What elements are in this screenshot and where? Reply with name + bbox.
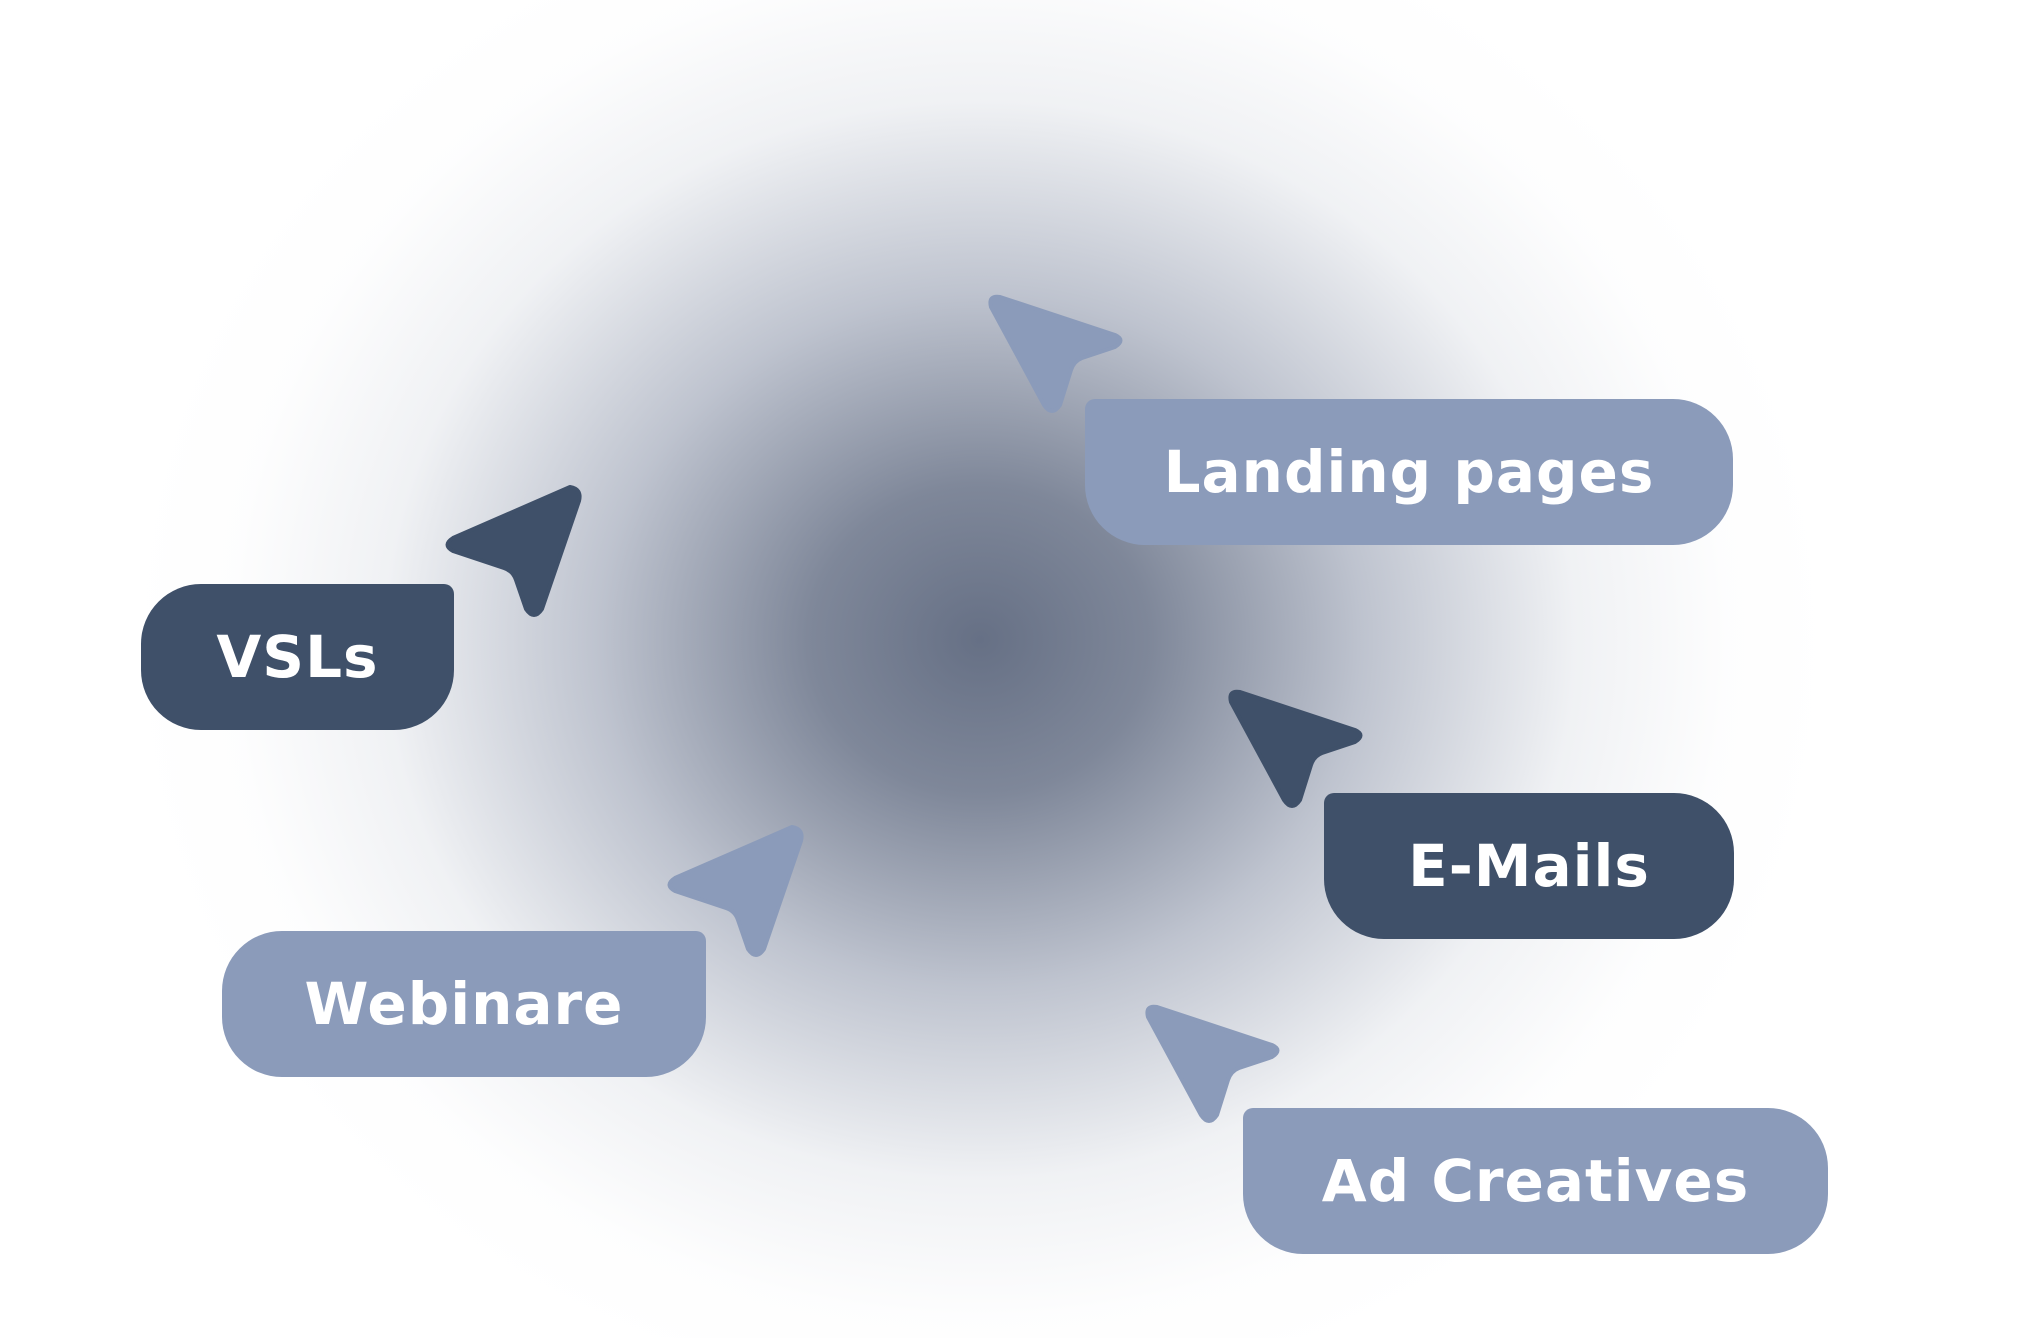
landing-pages-label: Landing pages	[1163, 438, 1655, 506]
webinare-label: Webinare	[304, 970, 624, 1038]
cursor-arrow-icon	[988, 294, 1123, 413]
cursor-arrow-icon	[1145, 1004, 1280, 1123]
webinare-badge: Webinare	[222, 931, 706, 1077]
cursor-arrow-icon	[667, 825, 804, 957]
cursor-arrow-icon	[1228, 689, 1363, 808]
cursor-arrow-icon	[445, 485, 582, 617]
ad-creatives-label: Ad Creatives	[1321, 1147, 1750, 1215]
vsls-badge: VSLs	[141, 584, 454, 730]
landing-pages-badge: Landing pages	[1085, 399, 1733, 545]
vsls-label: VSLs	[216, 623, 379, 691]
emails-label: E-Mails	[1408, 832, 1650, 900]
emails-badge: E-Mails	[1324, 793, 1734, 939]
ad-creatives-badge: Ad Creatives	[1243, 1108, 1828, 1254]
